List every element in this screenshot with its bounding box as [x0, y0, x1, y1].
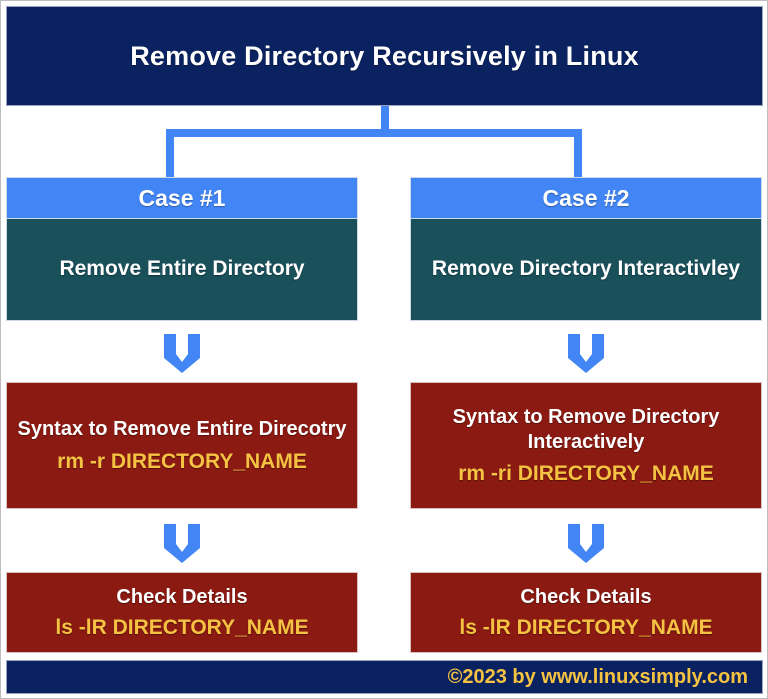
syntax-title-1: Syntax to Remove Entire Direcotry [17, 418, 347, 441]
diagram-title-bar: Remove Directory Recursively in Linux [6, 6, 763, 106]
copyright-text: ©2023 by www.linuxsimply.com [447, 665, 748, 688]
case-body-1: Remove Entire Directory [6, 219, 358, 321]
down-arrow-icon-1b [160, 522, 204, 564]
check-box-1: Check Details ls -lR DIRECTORY_NAME [6, 572, 358, 653]
down-arrow-icon-2a [564, 332, 608, 374]
down-arrow-icon-2b [564, 522, 608, 564]
connector-crossbar [166, 129, 582, 137]
check-box-2: Check Details ls -lR DIRECTORY_NAME [410, 572, 762, 653]
check-command-2: ls -lR DIRECTORY_NAME [459, 615, 713, 639]
down-arrow-icon-1a [160, 332, 204, 374]
syntax-box-2: Syntax to Remove Directory Interactively… [410, 382, 762, 509]
syntax-box-1: Syntax to Remove Entire Direcotry rm -r … [6, 382, 358, 509]
case-body-2: Remove Directory Interactivley [410, 219, 762, 321]
case-header-2: Case #2 [410, 177, 762, 219]
case-description-1: Remove Entire Directory [59, 257, 305, 281]
case-label-1: Case #1 [138, 184, 226, 211]
diagram-title: Remove Directory Recursively in Linux [130, 40, 639, 71]
syntax-command-1: rm -r DIRECTORY_NAME [57, 449, 307, 473]
check-title-2: Check Details [520, 586, 652, 609]
syntax-command-2: rm -ri DIRECTORY_NAME [458, 461, 714, 485]
check-command-1: ls -lR DIRECTORY_NAME [55, 615, 309, 639]
footer-bar: ©2023 by www.linuxsimply.com [6, 660, 763, 694]
connector-stem [381, 106, 389, 136]
check-title-1: Check Details [116, 586, 248, 609]
case-label-2: Case #2 [542, 184, 630, 211]
syntax-title-2: Syntax to Remove Directory Interactively [452, 406, 720, 453]
case-header-1: Case #1 [6, 177, 358, 219]
case-description-2: Remove Directory Interactivley [431, 257, 741, 281]
connector-drop-right [574, 129, 582, 179]
connector-drop-left [166, 129, 174, 179]
